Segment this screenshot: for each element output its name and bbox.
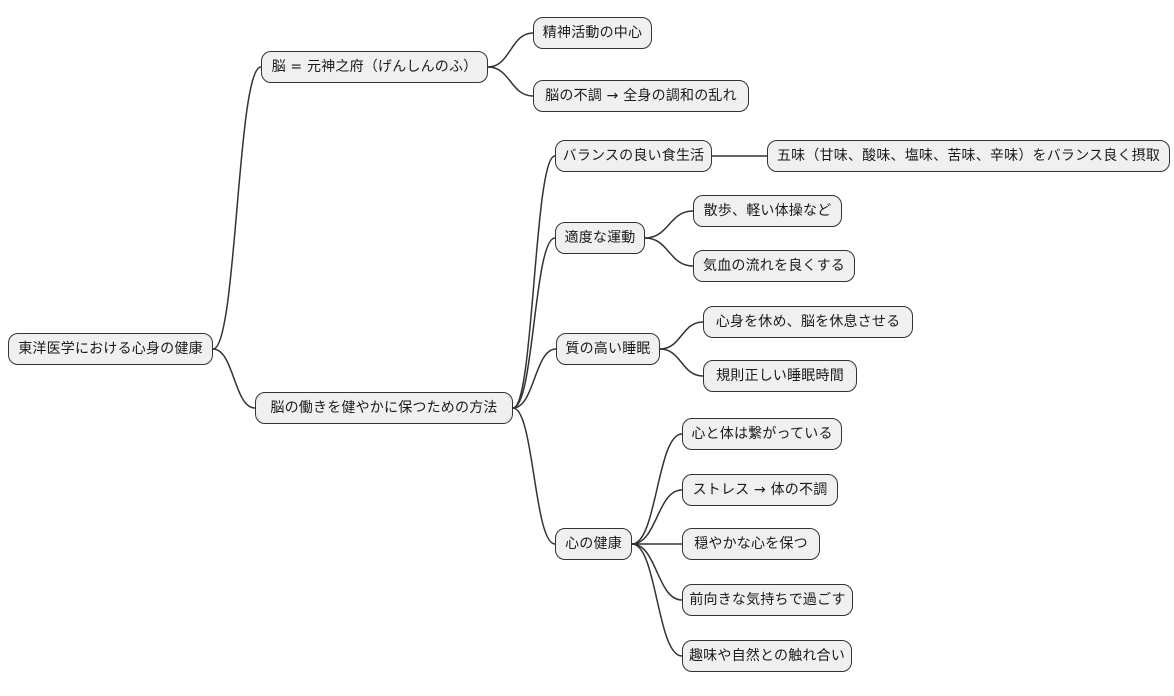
mindmap-node-shumi: 趣味や自然との触れ合い bbox=[682, 640, 852, 672]
edge-exercise-sanpo bbox=[644, 210, 694, 239]
mindmap-node-shinshin: 心身を休め、脳を休息させる bbox=[703, 306, 913, 338]
edge-brain-seishin bbox=[487, 32, 534, 68]
mindmap-node-kokoro: 心の健康 bbox=[555, 528, 632, 560]
edge-kokoro-tsunagari bbox=[631, 433, 683, 545]
mindmap-node-stress: ストレス → 体の不調 bbox=[682, 474, 838, 506]
mindmap-node-gomi: 五味（甘味、酸味、塩味、苦味、辛味）をバランス良く摂取 bbox=[767, 140, 1170, 172]
edge-method-sleep bbox=[512, 348, 557, 409]
edge-exercise-kiketsu bbox=[644, 237, 694, 267]
mindmap-node-method: 脳の働きを健やかに保つための方法 bbox=[255, 392, 513, 424]
edge-sleep-kisoku bbox=[659, 348, 704, 377]
mindmap-node-maemuki: 前向きな気持ちで過ごす bbox=[682, 584, 853, 616]
edge-method-exercise bbox=[512, 237, 556, 409]
mindmap-node-kiketsu: 気血の流れを良くする bbox=[693, 250, 855, 282]
edge-brain-fuchou bbox=[487, 66, 534, 97]
edge-kokoro-maemuki bbox=[631, 543, 683, 601]
edge-root-brain bbox=[212, 66, 262, 350]
edge-kokoro-shumi bbox=[631, 543, 683, 657]
mindmap-node-seishin: 精神活動の中心 bbox=[533, 17, 652, 49]
mindmap-node-root: 東洋医学における心身の健康 bbox=[8, 333, 213, 365]
mindmap-node-tsunagari: 心と体は繋がっている bbox=[682, 418, 842, 450]
mindmap-node-exercise: 適度な運動 bbox=[555, 222, 645, 254]
mindmap-node-balance: バランスの良い食生活 bbox=[555, 140, 712, 172]
edge-method-kokoro bbox=[512, 407, 556, 545]
edge-method-balance bbox=[512, 155, 556, 409]
mindmap-node-sleep: 質の高い睡眠 bbox=[556, 333, 660, 365]
edge-kokoro-stress bbox=[631, 489, 683, 545]
mindmap-node-odayaka: 穏やかな心を保つ bbox=[682, 528, 820, 560]
edge-sleep-shinshin bbox=[659, 321, 704, 350]
mindmap-node-fuchou: 脳の不調 → 全身の調和の乱れ bbox=[533, 80, 749, 112]
mindmap-node-sanpo: 散歩、軽い体操など bbox=[693, 195, 842, 227]
mindmap-node-kisoku: 規則正しい睡眠時間 bbox=[703, 360, 857, 392]
mindmap-node-brain: 脳 = 元神之府（げんしんのふ） bbox=[261, 51, 488, 83]
edge-root-method bbox=[212, 348, 256, 409]
